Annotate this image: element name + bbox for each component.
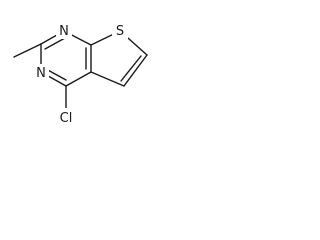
atom-label-s: S: [116, 24, 124, 39]
atom-label-n1: N: [59, 24, 69, 39]
atom-labels: N N S Cl: [33, 22, 128, 126]
bond-c6-c5: [123, 54, 148, 87]
bond-c5-c4a: [90, 71, 125, 87]
bond-c2-n1-double: [44, 37, 66, 50]
atom-label-n3: N: [36, 66, 46, 81]
chemical-structure: N N S Cl: [13, 22, 148, 126]
bond-c4-c4a: [65, 71, 92, 87]
bond-n3-c4-double: [45, 68, 67, 81]
bond-methyl-c2: [13, 43, 42, 58]
bond-c6-c5-double: [120, 55, 142, 82]
atom-label-cl: Cl: [60, 111, 73, 126]
